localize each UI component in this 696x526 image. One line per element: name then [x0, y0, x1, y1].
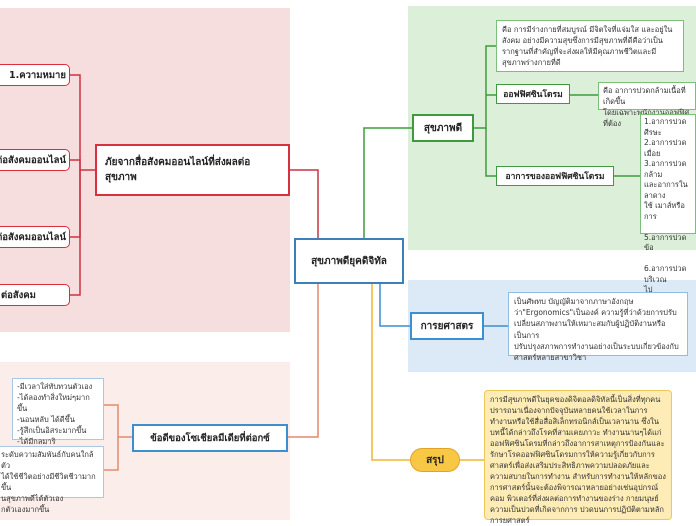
left-item-meaning-label: 1.ความหมาย: [9, 69, 66, 81]
left-item-4[interactable]: ต่อสังคม: [0, 284, 70, 306]
left-main-topic-label: ภัยจากสื่อสังคมออนไลน์ที่ส่งผลต่อสุขภาพ: [105, 157, 251, 183]
office-syndrome-desc: คือ อาการปวดกล้ามเนื้อที่เกิดขึ้น โดยเฉพ…: [598, 82, 696, 128]
health-topic[interactable]: สุขภาพดี: [412, 114, 474, 142]
left-item-4-label: ต่อสังคม: [1, 289, 36, 301]
left-item-3[interactable]: ต่อสังคมออนไลน์: [0, 226, 70, 248]
office-symptoms-list: 1.อาการปวดศีรษะ 2.อาการปวดเมื่อย 3.อาการ…: [640, 114, 696, 294]
office-syndrome-node[interactable]: ออฟฟิศซินโดรม: [496, 84, 570, 104]
conclusion-topic[interactable]: สรุป: [410, 448, 460, 472]
left-item-2[interactable]: ต่อสังคมออนไลน์: [0, 149, 70, 171]
benefits-list-2: ระดับความสัมพันธ์กับคนใกล้ตัว ได้ใช้ชีวิ…: [0, 446, 104, 514]
left-item-3-label: ต่อสังคมออนไลน์: [0, 231, 66, 243]
ergonomics-desc: เป็นศัพทบ บัญญัติมาจากภาษาอังกฤษ ว่า"Erg…: [508, 292, 688, 362]
center-topic[interactable]: สุขภาพดียุคดิจิทัล: [294, 238, 404, 284]
health-definition: คือ การมีร่างกายที่สมบูรณ์ มีจิตใจที่แจ่…: [496, 20, 684, 72]
conclusion-desc: การมีสุขภาพดีในยุคของดิจิตอลดิจิทัลนี้เป…: [484, 390, 672, 525]
left-item-meaning[interactable]: 1.ความหมาย: [0, 64, 70, 86]
conclusion-topic-label: สรุป: [426, 454, 444, 466]
benefits-topic-label: ข้อดีของโซเชียลมีเดียที่ต่อกซ์: [150, 432, 270, 444]
office-symptoms-node[interactable]: อาการของออฟฟิศซินโดรม: [496, 166, 614, 186]
office-symptoms-label: อาการของออฟฟิศซินโดรม: [505, 172, 605, 182]
office-syndrome-label: ออฟฟิศซินโดรม: [503, 90, 563, 100]
left-item-2-label: ต่อสังคมออนไลน์: [0, 154, 66, 166]
benefits-list: -มีเวลาใส่ทับทวนตัวเอง -ได้ลองทำสิ่งใหม่…: [12, 378, 104, 446]
ergonomics-topic-label: การยศาสตร: [420, 320, 474, 332]
benefits-topic[interactable]: ข้อดีของโซเชียลมีเดียที่ต่อกซ์: [132, 424, 288, 452]
ergonomics-topic[interactable]: การยศาสตร: [410, 312, 484, 340]
left-main-topic[interactable]: ภัยจากสื่อสังคมออนไลน์ที่ส่งผลต่อสุขภาพ: [95, 144, 290, 196]
center-topic-label: สุขภาพดียุคดิจิทัล: [311, 255, 387, 267]
health-topic-label: สุขภาพดี: [423, 122, 463, 134]
